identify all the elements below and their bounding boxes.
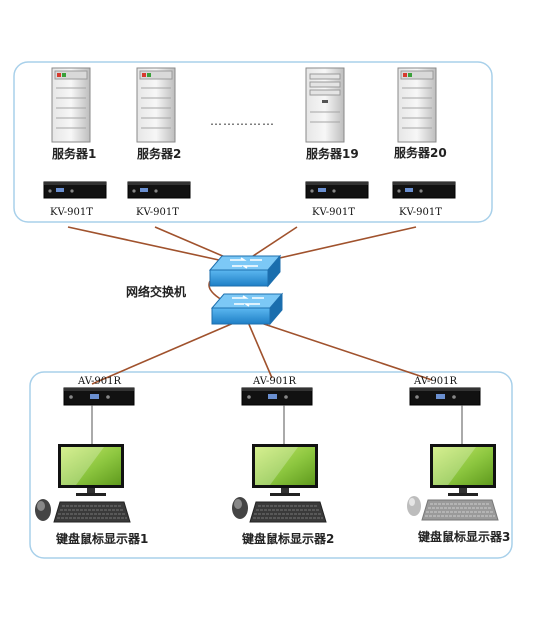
receiver-label-1: AV-901R bbox=[77, 376, 121, 387]
keyboard-2 bbox=[249, 501, 327, 523]
monitor-2 bbox=[252, 444, 318, 496]
mouse-3 bbox=[407, 496, 421, 516]
server-tower-2 bbox=[136, 67, 176, 143]
monitor-1 bbox=[58, 444, 124, 496]
server-label-19: 服务器19 bbox=[306, 146, 359, 161]
server-tower-20 bbox=[397, 67, 437, 143]
console-label-2: 键盘鼠标显示器2 bbox=[241, 531, 334, 546]
transmitter-label-1: KV-901T bbox=[50, 207, 93, 218]
switch-label: 网络交换机 bbox=[126, 284, 186, 299]
transmitter-label-2: KV-901T bbox=[136, 207, 179, 218]
network-switch-lower bbox=[210, 292, 284, 326]
server-group-frame bbox=[13, 61, 493, 223]
ellipsis: …………… bbox=[210, 114, 275, 128]
mouse-2 bbox=[232, 497, 248, 519]
video-cables bbox=[91, 405, 463, 444]
network-switch-upper bbox=[208, 254, 282, 288]
receiver-label-2: AV-901R bbox=[252, 376, 296, 387]
receiver-label-3: AV-901R bbox=[413, 376, 457, 387]
transmitter-box-20 bbox=[392, 181, 456, 199]
keyboard-1 bbox=[53, 501, 131, 523]
transmitter-label-20: KV-901T bbox=[399, 207, 442, 218]
transmitter-box-1 bbox=[43, 181, 107, 199]
console-group-frame bbox=[29, 371, 513, 559]
keyboard-3 bbox=[421, 499, 499, 521]
server-label-1: 服务器1 bbox=[52, 146, 96, 161]
network-cables bbox=[67, 226, 433, 385]
server-label-2: 服务器2 bbox=[137, 146, 181, 161]
receiver-box-3 bbox=[409, 387, 481, 406]
mouse-1 bbox=[35, 499, 51, 521]
transmitter-box-2 bbox=[127, 181, 191, 199]
server-tower-19 bbox=[305, 67, 345, 143]
transmitter-label-19: KV-901T bbox=[312, 207, 355, 218]
transmitter-box-19 bbox=[305, 181, 369, 199]
receiver-box-2 bbox=[241, 387, 313, 406]
server-tower-1 bbox=[51, 67, 91, 143]
console-label-3: 键盘鼠标显示器3 bbox=[417, 529, 510, 544]
monitor-3 bbox=[430, 444, 496, 496]
server-label-20: 服务器20 bbox=[394, 145, 447, 160]
receiver-box-1 bbox=[63, 387, 135, 406]
console-label-1: 键盘鼠标显示器1 bbox=[55, 531, 148, 546]
